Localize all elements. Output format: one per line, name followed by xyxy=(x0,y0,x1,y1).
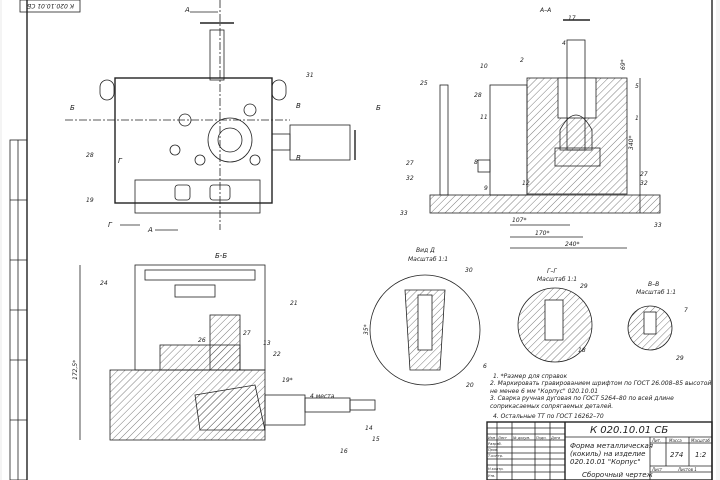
svg-text:Н.контр.: Н.контр. xyxy=(488,467,504,471)
svg-text:1:2: 1:2 xyxy=(695,451,707,459)
svg-text:19*: 19* xyxy=(282,377,293,384)
svg-text:Дата: Дата xyxy=(550,436,560,440)
svg-text:26: 26 xyxy=(198,337,206,344)
svg-text:В: В xyxy=(296,102,301,110)
svg-text:Пров.: Пров. xyxy=(488,448,498,452)
svg-text:Т.контр.: Т.контр. xyxy=(488,454,503,458)
svg-text:9: 9 xyxy=(484,185,488,192)
svg-text:7: 7 xyxy=(684,307,688,314)
svg-text:8: 8 xyxy=(474,159,478,166)
svg-text:Б-Б: Б-Б xyxy=(215,252,227,260)
svg-text:1: 1 xyxy=(635,115,639,122)
title-block: К 020.10.01 СБ Форма металлическая (коки… xyxy=(486,421,713,480)
svg-text:Масштаб 1:1: Масштаб 1:1 xyxy=(537,276,577,283)
svg-text:29: 29 xyxy=(580,283,588,290)
svg-text:Разраб.: Разраб. xyxy=(488,442,502,446)
svg-text:170*: 170* xyxy=(535,230,549,237)
front-view: Б Б В В Г Г А А 31 28 19 xyxy=(65,0,381,234)
svg-text:28: 28 xyxy=(86,152,94,159)
svg-text:19: 19 xyxy=(86,197,94,204)
corner-code: К 020.10.01 СБ xyxy=(27,2,74,9)
svg-text:Лит.: Лит. xyxy=(651,438,661,443)
svg-text:14: 14 xyxy=(365,425,373,432)
svg-text:Масштаб 1:1: Масштаб 1:1 xyxy=(636,289,676,296)
svg-text:27: 27 xyxy=(640,171,648,178)
svg-text:Лист: Лист xyxy=(651,467,663,472)
note-3: 3. Сварка ручная дуговая по ГОСТ 5264–80… xyxy=(490,395,674,410)
svg-text:32: 32 xyxy=(406,175,414,182)
section-v-v: В–В Масштаб 1:1 7 29 xyxy=(627,281,688,362)
svg-text:Г: Г xyxy=(118,157,123,165)
svg-text:Листов 1: Листов 1 xyxy=(677,467,697,472)
svg-text:А–А: А–А xyxy=(539,7,551,14)
svg-text:Б: Б xyxy=(376,104,381,112)
svg-text:1. *Размер для справок: 1. *Размер для справок xyxy=(493,373,567,380)
svg-text:Масса: Масса xyxy=(669,438,682,443)
svg-text:В–В: В–В xyxy=(648,281,659,288)
svg-text:172,5*: 172,5* xyxy=(72,360,79,380)
svg-text:020.10.01 "Корпус": 020.10.01 "Корпус" xyxy=(570,458,641,466)
svg-text:17: 17 xyxy=(568,15,576,22)
svg-text:31: 31 xyxy=(306,72,314,79)
svg-text:Масштаб: Масштаб xyxy=(691,438,711,443)
svg-text:32: 32 xyxy=(640,180,648,187)
svg-text:21: 21 xyxy=(290,300,298,307)
svg-text:340*: 340* xyxy=(628,136,635,150)
svg-text:В: В xyxy=(296,154,301,162)
svg-text:Лист: Лист xyxy=(497,436,508,440)
svg-text:Масштаб 1:1: Масштаб 1:1 xyxy=(408,256,448,263)
svg-text:27: 27 xyxy=(243,330,251,337)
svg-text:33: 33 xyxy=(400,210,408,217)
svg-text:69*: 69* xyxy=(620,59,627,70)
svg-text:22: 22 xyxy=(273,351,281,358)
svg-text:А: А xyxy=(184,6,190,14)
svg-text:11: 11 xyxy=(480,114,488,121)
svg-text:30: 30 xyxy=(465,267,473,274)
svg-text:13: 13 xyxy=(263,340,271,347)
svg-text:Вид Д: Вид Д xyxy=(416,247,435,254)
note-2: 2. Маркировать гравированием шрифтом по … xyxy=(490,380,712,395)
svg-text:4. Остальные ТТ по ГОСТ 16262–: 4. Остальные ТТ по ГОСТ 16262–70 xyxy=(493,413,604,420)
svg-text:33: 33 xyxy=(654,222,662,229)
svg-text:А: А xyxy=(147,226,153,234)
svg-text:27: 27 xyxy=(406,160,414,167)
svg-text:Утв.: Утв. xyxy=(488,474,495,478)
svg-text:Б: Б xyxy=(70,104,75,112)
svg-text:240*: 240* xyxy=(565,241,579,248)
svg-text:15: 15 xyxy=(372,436,380,443)
svg-text:2: 2 xyxy=(520,57,524,64)
svg-text:28: 28 xyxy=(474,92,482,99)
svg-text:Форма металлическая: Форма металлическая xyxy=(570,442,653,450)
svg-text:18: 18 xyxy=(578,347,586,354)
svg-text:Сборочный чертеж: Сборочный чертеж xyxy=(582,471,653,479)
svg-text:12: 12 xyxy=(522,180,530,187)
svg-text:Г–Г: Г–Г xyxy=(547,268,557,275)
svg-text:20: 20 xyxy=(466,382,474,389)
corner-code-box xyxy=(19,0,81,13)
svg-text:24: 24 xyxy=(100,280,108,287)
svg-text:107*: 107* xyxy=(512,217,526,224)
svg-text:5: 5 xyxy=(635,83,639,90)
section-a-a: А–А 340* 69* 107* 170* 240* 25 10 28 11 … xyxy=(400,7,662,249)
svg-text:№ докум.: № докум. xyxy=(512,436,530,440)
svg-text:Изм: Изм xyxy=(488,436,495,440)
svg-text:К 020.10.01 СБ: К 020.10.01 СБ xyxy=(590,425,668,436)
section-b-b: Б-Б 172,5* 19* 4 места 24 21 26 27 13 22… xyxy=(72,252,380,455)
svg-text:10: 10 xyxy=(480,63,488,70)
technical-notes: 1. *Размер для справок 2. Маркировать гр… xyxy=(490,373,712,420)
svg-text:25: 25 xyxy=(420,80,428,87)
svg-text:274: 274 xyxy=(670,451,683,459)
section-g-g: Г–Г Масштаб 1:1 29 18 xyxy=(517,268,593,363)
svg-text:6: 6 xyxy=(483,363,487,370)
svg-text:4 места: 4 места xyxy=(310,393,335,400)
svg-text:4: 4 xyxy=(562,40,566,47)
svg-text:Подп.: Подп. xyxy=(536,436,547,440)
svg-text:Г: Г xyxy=(108,221,113,229)
svg-text:35*: 35* xyxy=(363,324,370,335)
svg-text:(кокиль) на изделие: (кокиль) на изделие xyxy=(570,450,645,458)
svg-text:16: 16 xyxy=(340,448,348,455)
svg-text:29: 29 xyxy=(676,355,684,362)
view-d: Вид Д Масштаб 1:1 35* 30 6 20 xyxy=(363,247,487,389)
